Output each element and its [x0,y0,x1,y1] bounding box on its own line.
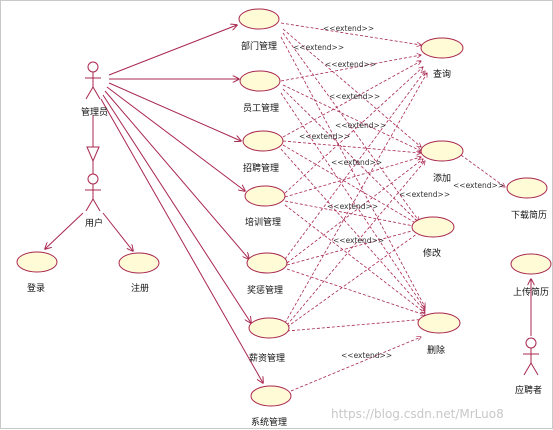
extend-label: <<extend>> [329,92,380,101]
relationship-lines: <<extend>> <<extend>> <<extend>> <<exten… [45,22,531,392]
use-case-ellipse [420,140,464,162]
extend-label: <<extend>> [299,132,350,141]
association-user-register [102,212,133,251]
actor-label: 应聘者 [515,384,542,396]
use-case-label: 系统管理 [251,416,287,428]
use-case-salary[interactable]: 薪资管理 [248,317,290,364]
extend-label: <<extend>> [327,202,378,211]
actor-head-icon [87,61,99,73]
use-case-ellipse [506,177,548,199]
watermark: https://blog.csdn.net/MrLuo8 [331,407,504,421]
extend-labels: <<extend>> <<extend>> <<extend>> <<exten… [293,24,504,360]
use-case-ellipse [250,385,292,407]
use-case-login[interactable]: 登录 [16,251,58,294]
use-case-recruit[interactable]: 招聘管理 [242,130,284,174]
use-case-ellipse [411,216,455,238]
extend-label: <<extend>> [323,24,374,33]
use-case-label: 部门管理 [241,40,277,52]
use-case-train[interactable]: 培训管理 [244,185,286,228]
actor-head-icon [87,173,99,185]
use-case-ellipse [510,253,552,275]
actor-label: 用户 [85,217,103,229]
use-case-label: 查询 [433,68,451,80]
use-case-ellipse [248,317,290,339]
use-case-ellipse [246,252,288,274]
use-case-label: 上传简历 [513,286,549,298]
use-case-label: 培训管理 [245,216,281,228]
use-case-ellipse [417,312,461,334]
use-case-modify[interactable]: 修改 [411,216,455,259]
use-case-system[interactable]: 系统管理 [250,385,292,428]
extend-label: <<extend>> [341,351,392,360]
use-case-label: 招聘管理 [243,162,279,174]
actor-label: 管理员 [81,106,108,118]
use-case-label: 登录 [27,283,45,294]
association-user-login [45,212,84,249]
use-case-label: 注册 [131,282,149,294]
use-case-register[interactable]: 注册 [118,252,160,294]
use-case-ellipse [16,251,58,273]
extend-label: <<extend>> [453,181,504,190]
use-case-label: 修改 [423,247,441,259]
extend-label: <<extend>> [331,158,382,167]
use-case-ellipse [239,70,281,92]
use-case-ellipse [244,185,286,207]
use-case-dept[interactable]: 部门管理 [238,8,280,52]
association-admin-dept [108,25,237,76]
use-case-reward[interactable]: 奖惩管理 [246,252,288,296]
actor-head-icon [525,337,537,349]
actor-user: 用户 [85,173,103,229]
use-case-ellipse [118,252,160,274]
association-admin-recruit [108,82,241,141]
use-case-ellipse [420,37,464,59]
association-admin-system [100,98,263,383]
association-admin-train [106,86,245,191]
actor-applicant: 应聘者 [515,337,542,396]
use-case-label: 薪资管理 [249,352,285,364]
use-case-label: 添加 [433,173,451,184]
generalization-triangle [86,146,100,163]
use-case-label: 员工管理 [243,102,279,114]
association-admin-salary [102,94,251,323]
extend-label: <<extend>> [399,190,450,199]
use-case-delete[interactable]: 删除 [417,312,461,356]
extend-label: <<extend>> [335,121,386,130]
use-case-label: 奖惩管理 [247,284,283,296]
use-case-add[interactable]: 添加 [420,140,464,184]
use-case-ellipse [238,8,280,30]
extend-dependencies [280,22,505,392]
use-case-ellipse [242,130,284,152]
use-case-query[interactable]: 查询 [420,37,464,80]
actor-admin: 管理员 [81,61,108,118]
use-case-staff[interactable]: 员工管理 [239,70,281,114]
use-case-label: 下载简历 [511,209,547,221]
use-case-upload[interactable]: 上传简历 [510,253,552,298]
association-admin-reward [104,90,249,259]
use-case-download[interactable]: 下载简历 [506,177,548,221]
extend-label: <<extend>> [333,236,384,245]
extend-label: <<extend>> [325,60,376,69]
use-case-label: 删除 [427,344,445,356]
extend-label: <<extend>> [293,43,344,52]
